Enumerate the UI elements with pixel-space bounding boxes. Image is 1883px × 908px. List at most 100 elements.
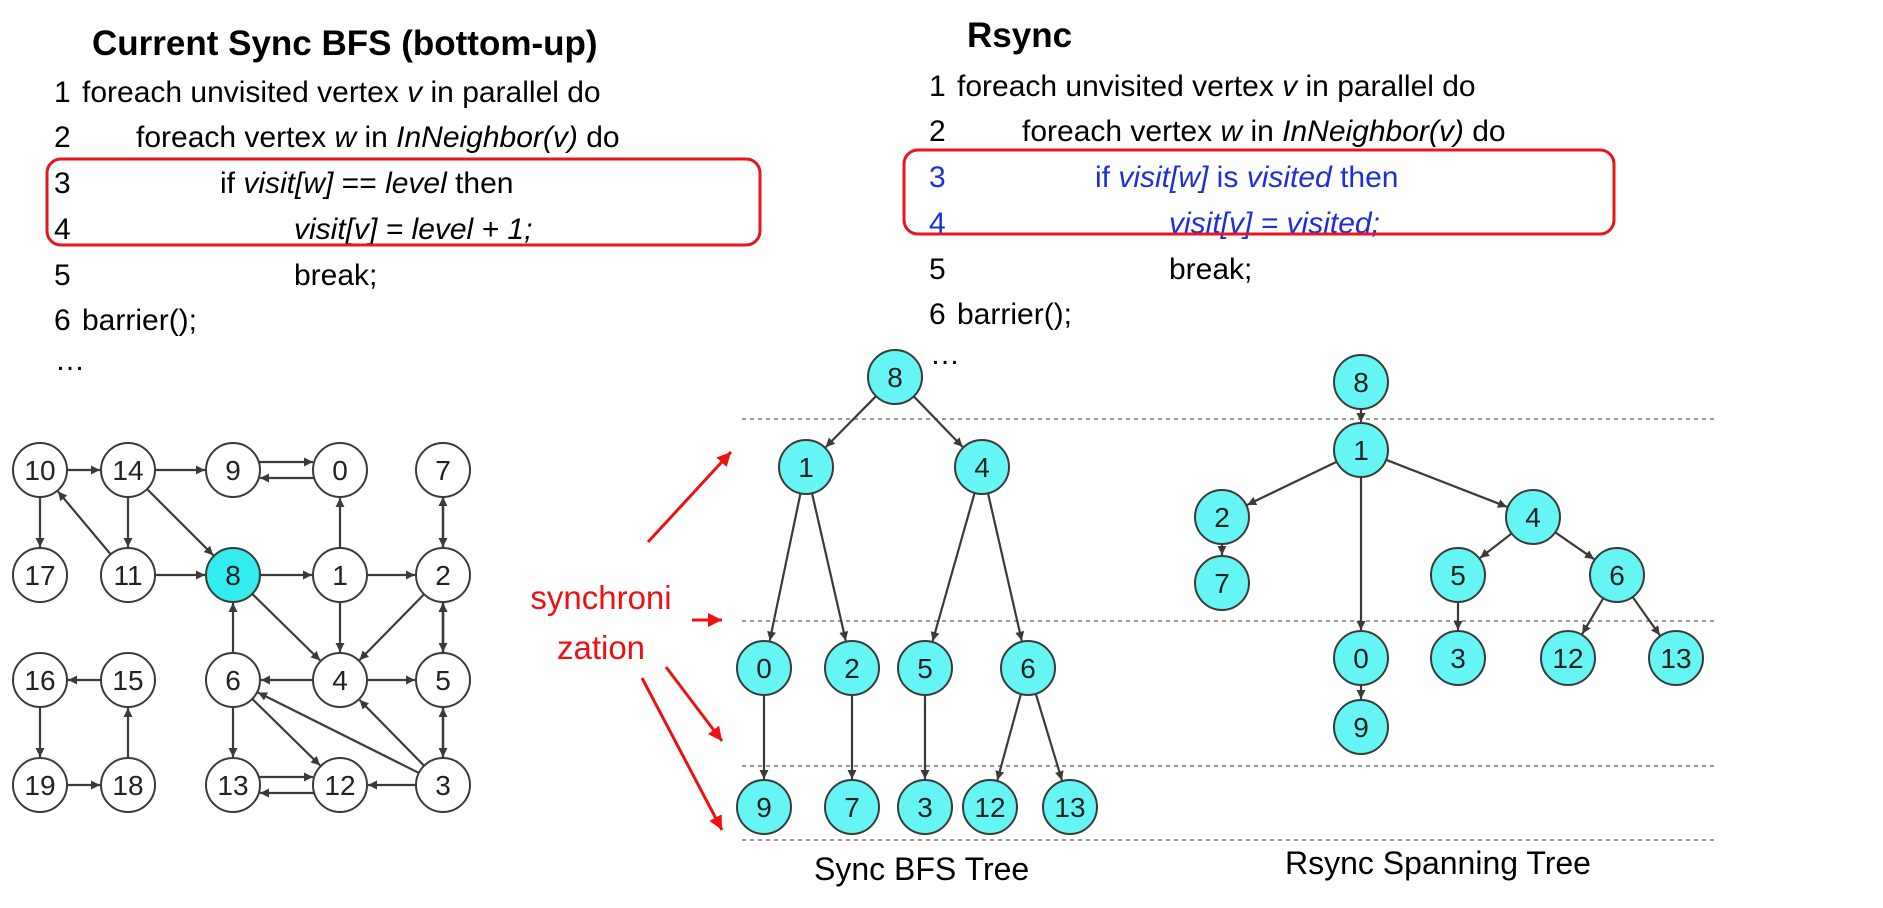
graph-edge	[57, 490, 112, 556]
node-circle	[1430, 630, 1486, 686]
code-fragment: foreach vertex	[136, 121, 335, 154]
graph-edge	[251, 698, 321, 767]
sync-tree-edge	[767, 493, 802, 641]
node-label: 5	[435, 665, 451, 696]
node-circle	[100, 547, 156, 603]
code-fragment: if	[1095, 161, 1119, 194]
sync-arrow	[664, 666, 724, 742]
node-circle	[100, 757, 156, 813]
rsync-node-9: 9	[1333, 699, 1389, 755]
sync-arrow	[646, 450, 733, 544]
graph-node-0: 0	[312, 442, 368, 498]
node-label: 7	[1214, 568, 1230, 599]
node-label: 2	[435, 560, 451, 591]
node-label: 3	[1450, 643, 1466, 674]
node-circle	[897, 779, 953, 835]
graph-node-13: 13	[205, 757, 261, 813]
rsync-tree-edge	[1581, 597, 1605, 635]
graph-node-6: 6	[205, 652, 261, 708]
node-label: 9	[1353, 712, 1369, 743]
rsync-tree-edge	[1479, 532, 1513, 559]
node-label: 0	[1353, 643, 1369, 674]
sync-node-5: 5	[897, 640, 953, 696]
node-circle	[12, 442, 68, 498]
sync-node-0: 0	[736, 640, 792, 696]
node-label: 15	[112, 665, 143, 696]
node-label: 6	[1609, 560, 1625, 591]
right-code-title: Rsync	[967, 16, 1073, 55]
left-code-title: Current Sync BFS (bottom-up)	[92, 24, 598, 63]
node-label: 2	[1214, 502, 1230, 533]
graph-node-18: 18	[100, 757, 156, 813]
node-label: 4	[332, 665, 348, 696]
node-circle	[415, 757, 471, 813]
rsync-tree-edge	[1554, 531, 1595, 560]
node-circle	[1333, 354, 1389, 410]
node-circle	[12, 757, 68, 813]
node-circle	[312, 547, 368, 603]
synchronization-label: synchroni zation	[506, 573, 696, 673]
code-fragment: visit[v] = level + 1;	[294, 213, 533, 246]
code-fragment: barrier();	[957, 298, 1073, 331]
right-code-ellipsis: …	[930, 338, 960, 371]
graph-node-19: 19	[12, 757, 68, 813]
rsync-node-4: 4	[1505, 489, 1561, 545]
sync-node-3: 3	[897, 779, 953, 835]
rsync-node-8: 8	[1333, 354, 1389, 410]
code-fragment: v	[1282, 70, 1298, 103]
sync-node-4: 4	[954, 439, 1010, 495]
code-fragment: barrier();	[82, 304, 198, 337]
node-circle	[962, 779, 1018, 835]
node-circle	[1430, 547, 1486, 603]
code-fragment: then	[446, 167, 514, 200]
node-circle	[778, 439, 834, 495]
node-label: 14	[112, 455, 143, 486]
node-label: 1	[798, 452, 814, 483]
node-circle	[1333, 699, 1389, 755]
right-highlight-box	[902, 148, 1616, 236]
node-circle	[736, 640, 792, 696]
node-circle	[824, 779, 880, 835]
sync-node-8: 8	[867, 349, 923, 405]
node-label: 1	[1353, 435, 1369, 466]
node-label: 5	[917, 653, 933, 684]
code-fragment: break;	[1169, 253, 1253, 286]
rsync-node-12: 12	[1540, 630, 1596, 686]
node-label: 13	[1054, 792, 1085, 823]
node-circle	[954, 439, 1010, 495]
node-label: 3	[917, 792, 933, 823]
sync-node-6: 6	[1000, 640, 1056, 696]
graph-node-10: 10	[12, 442, 68, 498]
node-circle	[736, 779, 792, 835]
rsync-node-3: 3	[1430, 630, 1486, 686]
sync-node-2: 2	[824, 640, 880, 696]
graph-edge	[146, 488, 214, 556]
code-fragment: w	[1220, 115, 1243, 148]
node-label: 17	[24, 560, 55, 591]
node-label: 16	[24, 665, 55, 696]
graph-node-9: 9	[205, 442, 261, 498]
code-fragment: v	[407, 76, 423, 109]
code-fragment: do	[1463, 115, 1506, 148]
node-label: 19	[24, 770, 55, 801]
node-circle	[1648, 630, 1704, 686]
node-circle	[205, 442, 261, 498]
node-label: 2	[844, 653, 860, 684]
code-fragment: then	[1331, 161, 1399, 194]
graph-node-8: 8	[205, 547, 261, 603]
graph-node-11: 11	[100, 547, 156, 603]
graph-node-12: 12	[312, 757, 368, 813]
graph-edge	[251, 593, 321, 662]
code-fragment: in parallel do	[422, 76, 601, 109]
node-label: 1	[332, 560, 348, 591]
node-circle	[12, 652, 68, 708]
code-fragment: foreach unvisited vertex	[82, 76, 408, 109]
sync-tree-edge	[912, 395, 964, 448]
node-label: 4	[1525, 502, 1541, 533]
rsync-node-5: 5	[1430, 547, 1486, 603]
code-fragment: ==	[333, 167, 386, 200]
code-fragment: do	[577, 121, 620, 154]
rsync-tree-caption: Rsync Spanning Tree	[1285, 845, 1591, 881]
code-fragment: visit[w]	[1118, 161, 1209, 194]
